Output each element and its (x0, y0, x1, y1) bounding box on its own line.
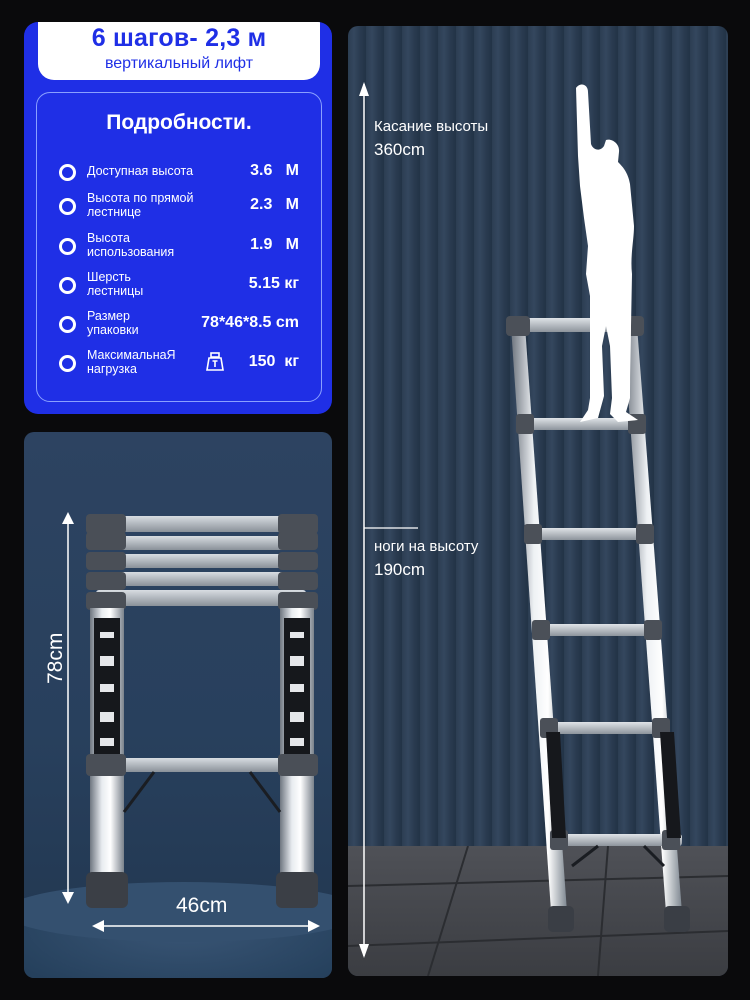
touch-height-value: 360cm (374, 140, 426, 159)
spec-row: МаксимальнаЯ нагрузка 150 кг (37, 346, 321, 382)
extended-ladder-panel: Касание высоты 360cm ноги на высоту 190c… (348, 26, 728, 976)
extended-ladder-illustration (359, 82, 690, 958)
spec-row: Высота по прямой лестнице 2.3 M (37, 189, 321, 225)
ladder-feet (548, 906, 690, 932)
rungs (516, 414, 682, 850)
spec-row: Высота использования 1.9 M (37, 229, 321, 265)
spec-label: Размер упаковки (87, 309, 139, 337)
spec-value: 5.15 кг (248, 275, 299, 292)
width-dimension-arrow (92, 920, 320, 932)
spec-label: Доступная высота (87, 164, 194, 178)
spec-panel: 6 шагов- 2,3 м вертикальный лифт Подробн… (24, 22, 332, 414)
standing-height-label: ноги на высоту (374, 538, 479, 555)
spec-row: Доступная высота 3.6 M (37, 155, 321, 191)
bullet-icon (59, 355, 76, 372)
stacked-rungs (96, 516, 306, 606)
bullet-icon (59, 238, 76, 255)
folded-width-label: 46cm (176, 894, 228, 917)
ladder-feet (86, 872, 318, 908)
spec-label: Высота использования (87, 231, 175, 259)
spec-value: 3.6 M (250, 162, 299, 179)
bullet-icon (59, 316, 76, 333)
height-dimension-arrow (62, 512, 74, 904)
warning-label-strips (546, 732, 681, 838)
title-banner: 6 шагов- 2,3 м вертикальный лифт (38, 22, 320, 80)
spec-value: 1.9 M (250, 236, 299, 253)
spec-label: Высота по прямой лестнице (87, 191, 194, 219)
spec-value: 150 кг (248, 353, 299, 370)
spec-label: МаксимальнаЯ нагрузка (87, 348, 176, 376)
spec-row: Размер упаковки 78*46*8.5 cm (37, 307, 321, 343)
ladder-rails (90, 608, 314, 898)
stabilizer-braces (571, 844, 666, 868)
bullet-icon (59, 198, 76, 215)
spec-card: Подробности. Доступная высота 3.6 M Высо… (36, 92, 322, 402)
folded-height-label: 78cm (44, 632, 67, 684)
product-subtitle: вертикальный лифт (104, 55, 254, 72)
product-title: 6 шагов- 2,3 м (91, 24, 267, 52)
touch-height-label: Касание высоты (374, 118, 489, 135)
spec-row: Шерсть лестницы 5.15 кг (37, 268, 321, 304)
folded-ladder-illustration (62, 512, 320, 932)
spec-value: 2.3 M (250, 196, 299, 213)
bottom-rung (86, 754, 318, 813)
collars (86, 514, 318, 610)
folded-ladder-panel: 78cm 46cm (24, 432, 332, 978)
warning-label-strips (94, 618, 310, 758)
spec-heading: Подробности. (106, 111, 252, 134)
bullet-icon (59, 164, 76, 181)
bullet-icon (59, 277, 76, 294)
weight-icon (206, 352, 224, 371)
standing-height-value: 190cm (374, 560, 426, 579)
height-dimension-line (359, 82, 418, 958)
spec-value: 78*46*8.5 cm (201, 314, 299, 331)
spec-label: Шерсть лестницы (87, 270, 144, 298)
person-silhouette (576, 84, 638, 422)
